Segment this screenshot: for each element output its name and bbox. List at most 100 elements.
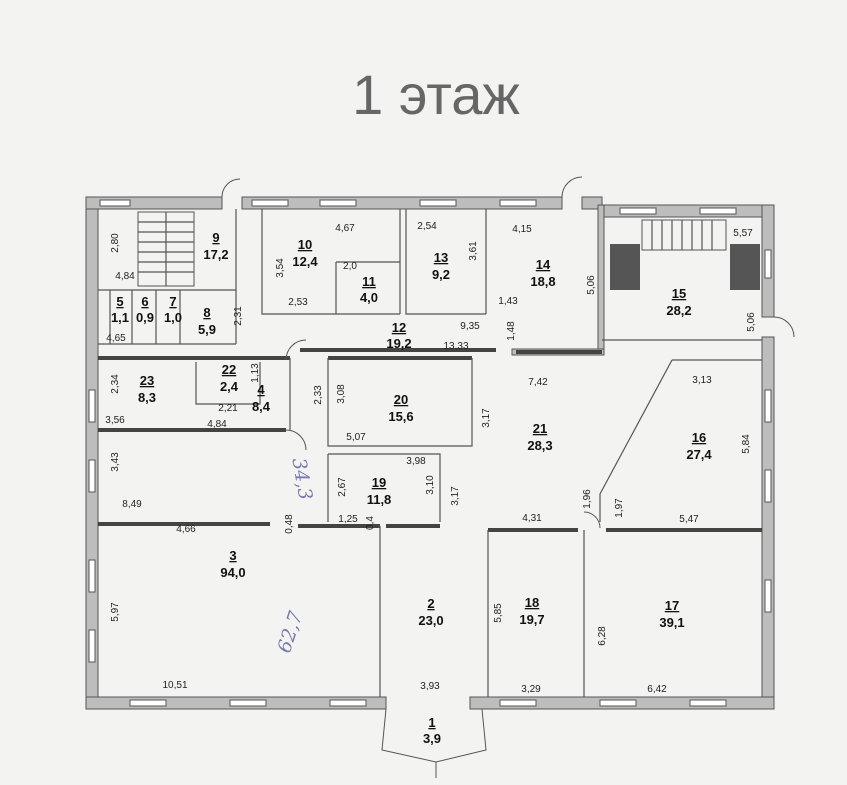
room-area: 11,8 <box>367 492 392 507</box>
room-area: 28,2 <box>666 303 691 318</box>
room-number: 11 <box>362 274 376 289</box>
dimension-label: 8,49 <box>122 499 142 510</box>
room-area: 8,3 <box>138 390 156 405</box>
room-number: 13 <box>434 250 448 265</box>
room-number: 2 <box>427 596 434 611</box>
dimension-labels: 2,80 4,84 4,65 2,31 4,67 3,54 2,53 2,0 2… <box>105 221 757 695</box>
room-number: 22 <box>222 362 236 377</box>
dimension-label: 4,84 <box>207 419 227 430</box>
dimension-label: 4,84 <box>115 271 135 282</box>
floor-title: 1 этаж <box>352 63 520 126</box>
room-number: 15 <box>672 286 686 301</box>
room-number: 1 <box>428 715 435 730</box>
dimension-label: 0,4 <box>365 516 376 530</box>
room-area: 2,4 <box>220 379 239 394</box>
dimension-label: 3,29 <box>521 684 541 695</box>
dimension-label: 2,33 <box>313 385 324 405</box>
room-area: 8,4 <box>252 399 271 414</box>
room-number: 17 <box>665 598 679 613</box>
dimension-label: 4,31 <box>522 513 542 524</box>
dimension-label: 6,42 <box>647 684 667 695</box>
room-number: 21 <box>533 421 547 436</box>
room-area: 27,4 <box>686 447 712 462</box>
dimension-label: 1,25 <box>338 514 358 525</box>
dimension-label: 3,93 <box>420 681 440 692</box>
room-area: 3,9 <box>423 731 441 746</box>
room-area: 94,0 <box>220 565 245 580</box>
dimension-label: 1,97 <box>614 498 625 518</box>
dimension-label: 5,06 <box>746 312 757 332</box>
dimension-label: 5,85 <box>493 603 504 623</box>
dimension-label: 2,31 <box>233 306 244 326</box>
dimension-label: 3,13 <box>692 375 712 386</box>
dimension-label: 2,54 <box>417 221 437 232</box>
dimension-label: 0,48 <box>284 514 295 534</box>
dimension-label: 6,28 <box>597 626 608 646</box>
dimension-label: 5,06 <box>586 275 597 295</box>
handwritten-annotations: 34,3 62,7 <box>273 456 316 655</box>
dimension-label: 1,43 <box>498 296 518 307</box>
dimension-label: 5,97 <box>110 602 121 622</box>
room-number: 14 <box>536 257 551 272</box>
dimension-label: 5,57 <box>733 228 753 239</box>
handwritten-note: 34,3 <box>287 456 316 501</box>
dimension-label: 3,98 <box>406 456 426 467</box>
room-number: 3 <box>229 548 236 563</box>
dimension-label: 5,47 <box>679 514 699 525</box>
handwritten-note: 62,7 <box>273 608 307 656</box>
dimension-label: 4,67 <box>335 223 355 234</box>
dimension-label: 4,66 <box>176 524 196 535</box>
room-area: 19,2 <box>386 336 411 351</box>
dimension-label: 9,35 <box>460 321 480 332</box>
room-area: 18,8 <box>530 274 555 289</box>
room-area: 5,9 <box>198 322 216 337</box>
room-area: 0,9 <box>136 310 154 325</box>
interior-walls <box>98 209 762 697</box>
room-number: 20 <box>394 392 408 407</box>
room-area: 39,1 <box>659 615 684 630</box>
room-number: 12 <box>392 320 406 335</box>
dimension-label: 5,84 <box>741 434 752 454</box>
dimension-label: 7,42 <box>528 377 548 388</box>
room-area: 9,2 <box>432 267 450 282</box>
dimension-label: 3,17 <box>450 486 461 506</box>
dimension-label: 4,65 <box>106 333 126 344</box>
room-area: 1,1 <box>111 310 129 325</box>
room-number: 16 <box>692 430 706 445</box>
room-number: 10 <box>298 237 312 252</box>
room-number: 18 <box>525 595 539 610</box>
dimension-label: 2,80 <box>110 233 121 253</box>
dimension-label: 1,13 <box>250 363 261 383</box>
room-area: 17,2 <box>203 247 228 262</box>
dimension-label: 3,56 <box>105 415 125 426</box>
room-area: 28,3 <box>527 438 552 453</box>
dimension-label: 4,15 <box>512 224 532 235</box>
dimension-label: 3,17 <box>481 408 492 428</box>
room-number: 4 <box>257 382 265 397</box>
dimension-label: 3,61 <box>468 241 479 261</box>
staircase <box>137 211 760 290</box>
dimension-label: 2,53 <box>288 297 308 308</box>
dimension-label: 1,96 <box>582 489 593 509</box>
room-area: 12,4 <box>292 254 318 269</box>
dimension-label: 3,08 <box>336 384 347 404</box>
room-area: 4,0 <box>360 290 378 305</box>
room-area: 1,0 <box>164 310 182 325</box>
room-area: 15,6 <box>388 409 413 424</box>
dimension-label: 1,48 <box>506 321 517 341</box>
dimension-label: 3,43 <box>110 452 121 472</box>
dimension-label: 3,10 <box>425 475 436 495</box>
room-number: 6 <box>141 294 148 309</box>
dimension-label: 10,51 <box>162 680 187 691</box>
room-number: 9 <box>212 230 219 245</box>
dimension-label: 2,67 <box>337 477 348 497</box>
room-number: 7 <box>169 294 176 309</box>
room-area: 23,0 <box>418 613 443 628</box>
room-number: 5 <box>116 294 123 309</box>
room-number: 8 <box>203 305 210 320</box>
windows <box>88 199 772 707</box>
outer-walls <box>85 196 775 710</box>
dimension-label: 5,07 <box>346 432 366 443</box>
dimension-label: 2,0 <box>343 261 357 272</box>
room-number: 19 <box>372 475 386 490</box>
